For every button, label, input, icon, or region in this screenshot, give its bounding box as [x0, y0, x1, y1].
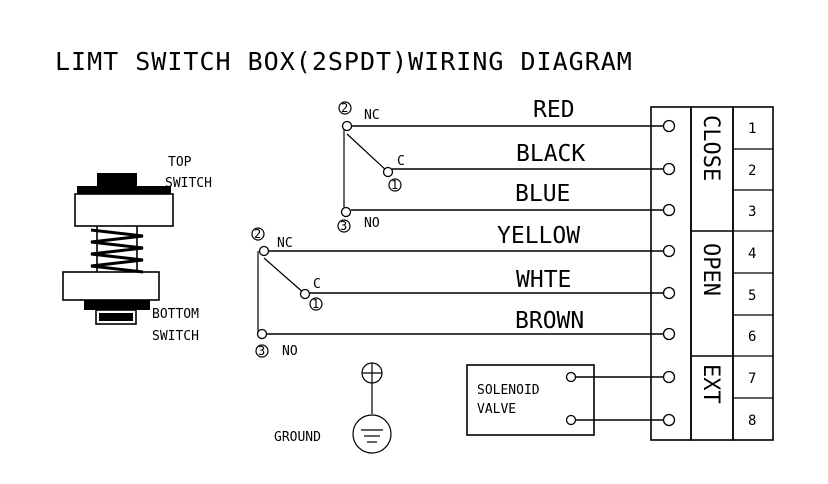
- top-c-number: 1: [391, 178, 398, 192]
- top-switch-label-1: TOP: [168, 155, 192, 170]
- bottom-switch-block: [62, 271, 160, 301]
- spring-icon: [90, 228, 144, 274]
- bottom-switch-label-2: SWITCH: [152, 329, 199, 344]
- solenoid-terminal-1: [565, 371, 577, 383]
- wire-label-black: BLACK: [516, 141, 585, 167]
- terminal-number-8: 8: [748, 413, 756, 429]
- bottom-c-terminal: [299, 288, 311, 300]
- bottom-nc-number: 2: [254, 227, 261, 241]
- terminal-4-screw: [662, 244, 676, 258]
- bottom-no-number: 3: [258, 344, 265, 358]
- terminal-2-screw: [662, 162, 676, 176]
- terminal-6-screw: [662, 327, 676, 341]
- wire-label-blue: BLUE: [515, 181, 570, 207]
- top-switch-cap: [97, 173, 137, 187]
- group-label-close: CLOSE: [698, 115, 723, 181]
- terminal-screws: [662, 119, 676, 427]
- top-c-label: C: [397, 154, 405, 169]
- terminal-block: [650, 106, 774, 441]
- top-nc-number: 2: [341, 101, 348, 115]
- bottom-no-terminal: [256, 328, 268, 340]
- bottom-switch-cap: [95, 309, 137, 325]
- group-label-open: OPEN: [698, 243, 723, 296]
- terminal-8-screw: [662, 413, 676, 427]
- wires: [267, 125, 665, 421]
- bottom-nc-terminal: [258, 245, 270, 257]
- bottom-spdt-switch: [251, 227, 323, 358]
- terminal-number-7: 7: [748, 371, 756, 387]
- top-no-number: 3: [340, 219, 347, 233]
- terminal-number-3: 3: [748, 204, 756, 220]
- top-no-terminal: [340, 206, 352, 218]
- solenoid-label-1: SOLENOID: [477, 383, 540, 398]
- top-nc-label: NC: [364, 108, 380, 123]
- bottom-c-number: 1: [312, 297, 319, 311]
- terminal-number-6: 6: [748, 329, 756, 345]
- terminal-5-screw: [662, 286, 676, 300]
- group-label-ext: EXT: [698, 364, 723, 404]
- terminal-number-2: 2: [748, 163, 756, 179]
- terminal-7-screw: [662, 370, 676, 384]
- terminal-screw-column: [650, 106, 692, 441]
- top-c-terminal: [382, 166, 394, 178]
- top-switch-arm: [346, 133, 389, 173]
- top-switch-block: [74, 193, 174, 227]
- ground-icon: [352, 362, 392, 454]
- terminal-number-5: 5: [748, 288, 756, 304]
- solenoid-valve-box: [466, 364, 595, 436]
- bottom-switch-base: [84, 300, 150, 310]
- terminal-3-screw: [662, 203, 676, 217]
- bottom-c-label: C: [313, 277, 321, 292]
- terminal-number-4: 4: [748, 246, 756, 262]
- solenoid-label-2: VALVE: [477, 402, 516, 417]
- diagram-title: LIMT SWITCH BOX(2SPDT)WIRING DIAGRAM: [55, 47, 633, 76]
- wire-label-white: WHTE: [516, 267, 571, 293]
- top-switch-base: [77, 186, 171, 194]
- wire-label-brown: BROWN: [515, 308, 584, 334]
- wire-label-red: RED: [533, 97, 575, 123]
- limit-switch-drawing: [62, 173, 174, 325]
- ground-label: GROUND: [274, 430, 321, 445]
- top-nc-terminal: [341, 120, 353, 132]
- solenoid-terminal-2: [565, 414, 577, 426]
- top-switch-label-2: SWITCH: [165, 176, 212, 191]
- terminal-1-screw: [662, 119, 676, 133]
- terminal-number-1: 1: [748, 121, 756, 137]
- bottom-switch-arm: [263, 257, 306, 295]
- bottom-switch-label-1: BOTTOM: [152, 307, 199, 322]
- top-spdt-switch: [337, 101, 402, 233]
- bottom-nc-label: NC: [277, 236, 293, 251]
- wire-label-yellow: YELLOW: [497, 223, 580, 249]
- bottom-no-label: NO: [282, 344, 298, 359]
- top-no-label: NO: [364, 216, 380, 231]
